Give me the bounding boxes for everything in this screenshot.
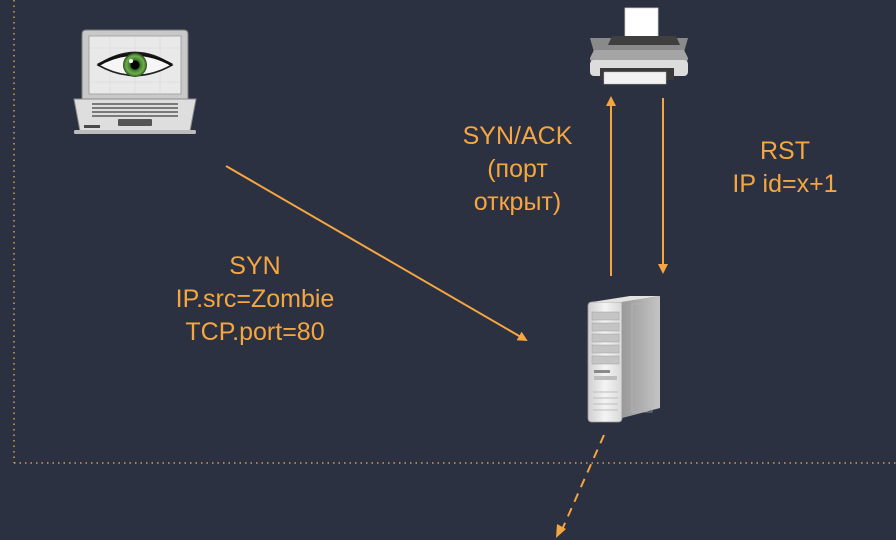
syn-label-line2: IP.src=Zombie	[175, 285, 335, 313]
syn-label-line3: TCP.port=80	[185, 318, 325, 346]
outgoing-dashed-arrow	[556, 434, 605, 538]
synack-label: SYN/ACK (порт открыт)	[420, 120, 615, 219]
laptop-with-eye-icon	[73, 29, 197, 134]
synack-label-line2: (порт	[487, 155, 548, 183]
rst-label: RST IP id=x+1	[690, 135, 880, 201]
syn-arrow	[225, 165, 528, 342]
synack-label-line3: открыт)	[473, 188, 562, 216]
server-tower-icon	[587, 296, 660, 423]
printer-icon	[590, 7, 688, 85]
syn-label-line1: SYN	[229, 252, 281, 280]
network-boundary	[13, 0, 896, 464]
synack-label-line1: SYN/ACK	[462, 122, 573, 150]
rst-label-line2: IP id=x+1	[732, 170, 838, 198]
syn-label: SYN IP.src=Zombie TCP.port=80	[130, 250, 380, 349]
rst-label-line1: RST	[760, 137, 810, 165]
